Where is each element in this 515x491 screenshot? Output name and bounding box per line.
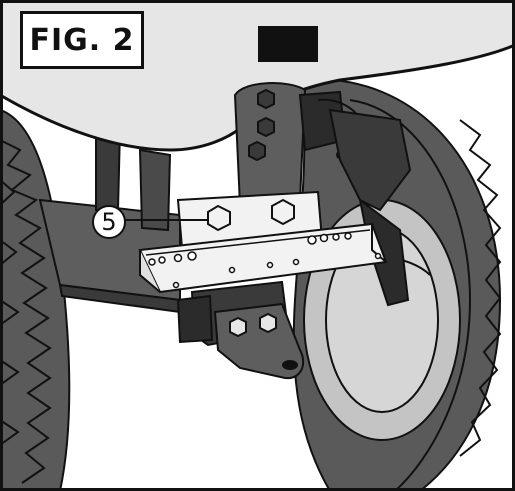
hitch-bolt-left: [229, 316, 247, 338]
frame-bolt-lower: [248, 140, 266, 162]
hood-emblem: [258, 26, 318, 62]
hitch-pin-hole: [282, 360, 298, 370]
axle-mount-plate: [233, 82, 368, 207]
hex-bolt-left: [207, 204, 231, 232]
hitch-bolt-right: [259, 312, 277, 334]
hex-bolt-right: [271, 198, 295, 226]
frame-bolt-upper: [257, 88, 275, 110]
receiver-hitch: [176, 280, 305, 380]
callout-circle: [92, 205, 126, 239]
figure-label: FIG. 2: [29, 22, 135, 58]
frame-bolt-middle: [257, 116, 275, 138]
figure-label-box: FIG. 2: [20, 11, 144, 69]
angle-bracket: [138, 222, 388, 294]
callout-5: [92, 205, 208, 239]
